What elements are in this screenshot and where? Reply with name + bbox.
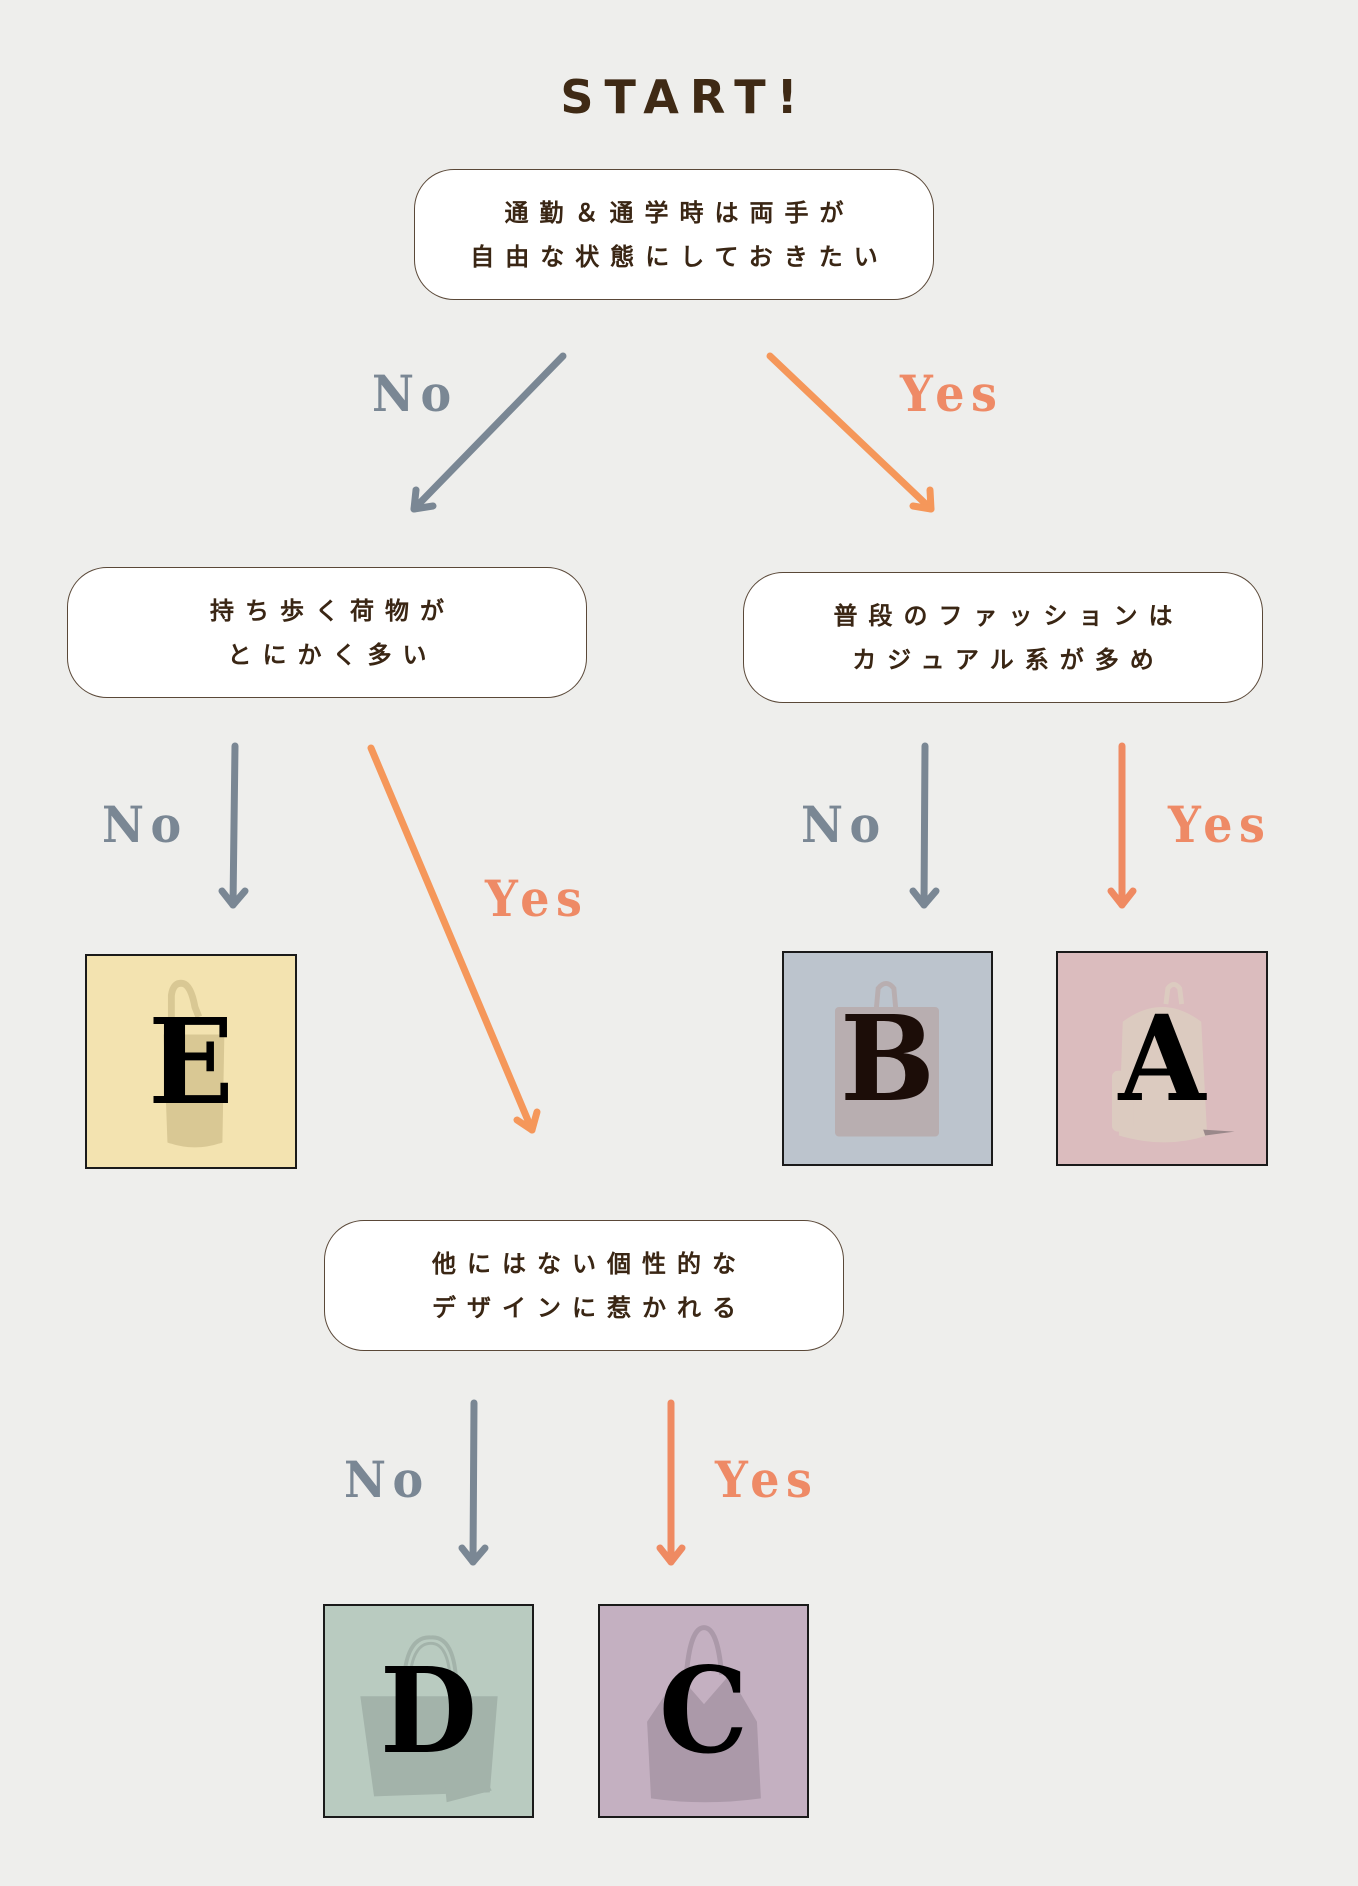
result-letter-e: E [148, 991, 234, 1131]
question-box-casual-fashion: 普段のファッションは カジュアル系が多め [743, 572, 1263, 703]
result-card-c[interactable]: C [598, 1604, 809, 1818]
label-q3-yes: Yes [1168, 795, 1272, 854]
question-line-2: 自由な状態にしておきたい [470, 242, 889, 271]
question-box-unique-design: 他にはない個性的な デザインに惹かれる [324, 1220, 844, 1351]
label-q1-yes: Yes [900, 364, 1004, 423]
arrow-q2-yes [367, 744, 541, 1134]
question-line-2: デザインに惹かれる [432, 1293, 747, 1322]
start-title: START! [560, 70, 809, 124]
backpack-icon [1111, 982, 1235, 1143]
arrow-q4-no [458, 1399, 489, 1566]
result-card-a[interactable]: A [1056, 951, 1268, 1166]
question-box-lots-of-luggage: 持ち歩く荷物が とにかく多い [67, 567, 587, 698]
question-box-commute-hands-free: 通勤＆通学時は両手が 自由な状態にしておきたい [414, 169, 934, 300]
result-card-b[interactable]: B [782, 951, 993, 1166]
label-q1-no: No [372, 364, 458, 423]
question-line-2: とにかく多い [227, 640, 438, 669]
arrow-q3-no [909, 742, 940, 909]
label-q2-no: No [102, 795, 188, 854]
label-q2-yes: Yes [485, 869, 589, 928]
label-q4-yes: Yes [715, 1450, 819, 1509]
label-q4-no: No [344, 1450, 430, 1509]
result-card-d[interactable]: D [323, 1604, 534, 1818]
tote-bag-icon [360, 1635, 498, 1803]
question-line-1: 他にはない個性的な [432, 1249, 747, 1278]
result-letter-c: C [658, 1641, 749, 1780]
arrow-q3-yes [1107, 742, 1137, 909]
question-line-1: 通勤＆通学時は両手が [504, 198, 855, 227]
bucket-bag-icon [163, 979, 225, 1148]
result-letter-d: D [379, 1641, 478, 1780]
result-letter-a: A [1118, 988, 1206, 1128]
question-line-2: カジュアル系が多め [852, 645, 1165, 674]
question-line-1: 普段のファッションは [833, 601, 1184, 630]
result-card-e[interactable]: E [85, 954, 297, 1169]
arrow-q4-yes [656, 1399, 686, 1566]
arrow-q2-no [218, 742, 249, 909]
square-backpack-icon [835, 981, 940, 1137]
result-letter-b: B [840, 988, 935, 1128]
label-q3-no: No [801, 795, 887, 854]
question-line-1: 持ち歩く荷物が [210, 596, 455, 625]
drawstring-tote-icon [647, 1625, 761, 1803]
